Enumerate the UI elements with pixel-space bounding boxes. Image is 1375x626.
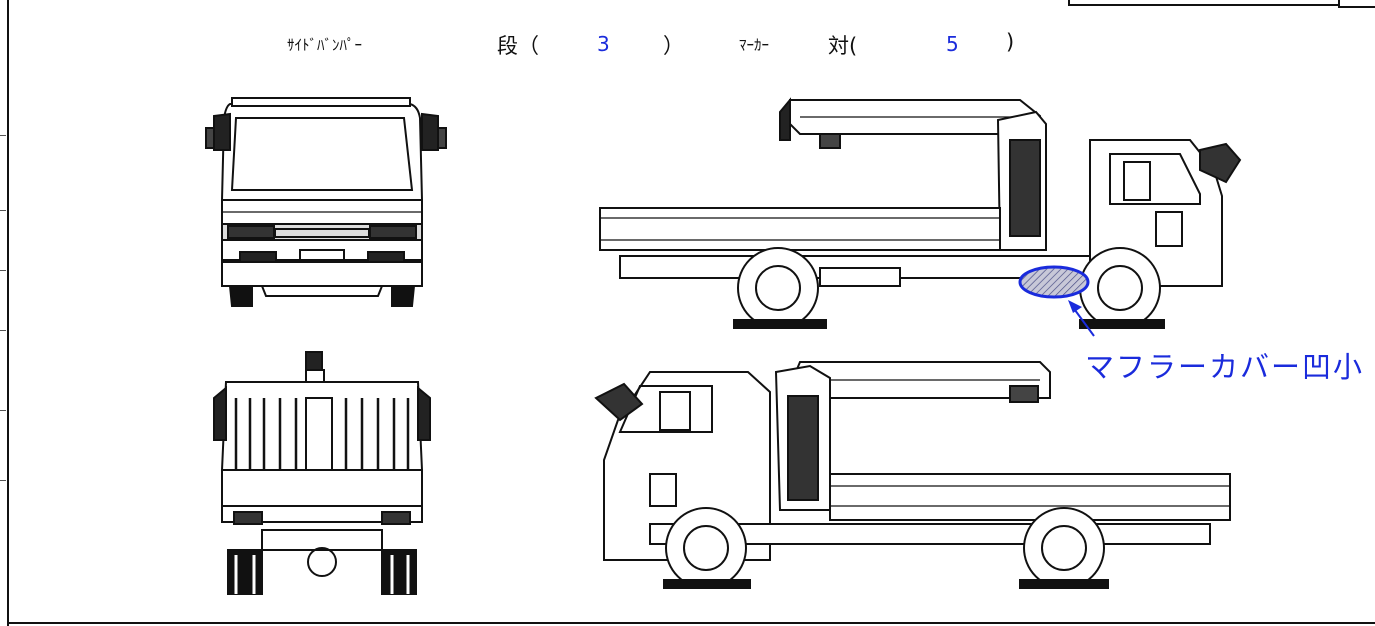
damage-annotation-label: マフラーカバー凹小 [1085,350,1365,384]
header-box-small [1338,0,1375,8]
dan-close: ） [663,34,684,58]
dan-label: 段（ [497,34,539,58]
tsui-value: 5 [946,32,959,56]
sheet-border-left [7,0,9,626]
marker-label: ﾏｰｶｰ [739,36,770,54]
left-side-view [599,97,1242,329]
front-view [205,97,447,307]
damage-marker [1018,265,1095,337]
tsui-label: 対( [828,34,858,58]
sheet-border-bottom [7,622,1375,624]
right-side-view [594,361,1231,589]
side-bumper-label: ｻｲﾄﾞﾊﾞﾝﾊﾟｰ [287,36,363,54]
tsui-close: ) [1006,30,1015,54]
dan-value: 3 [597,32,610,56]
rear-view [213,351,431,595]
